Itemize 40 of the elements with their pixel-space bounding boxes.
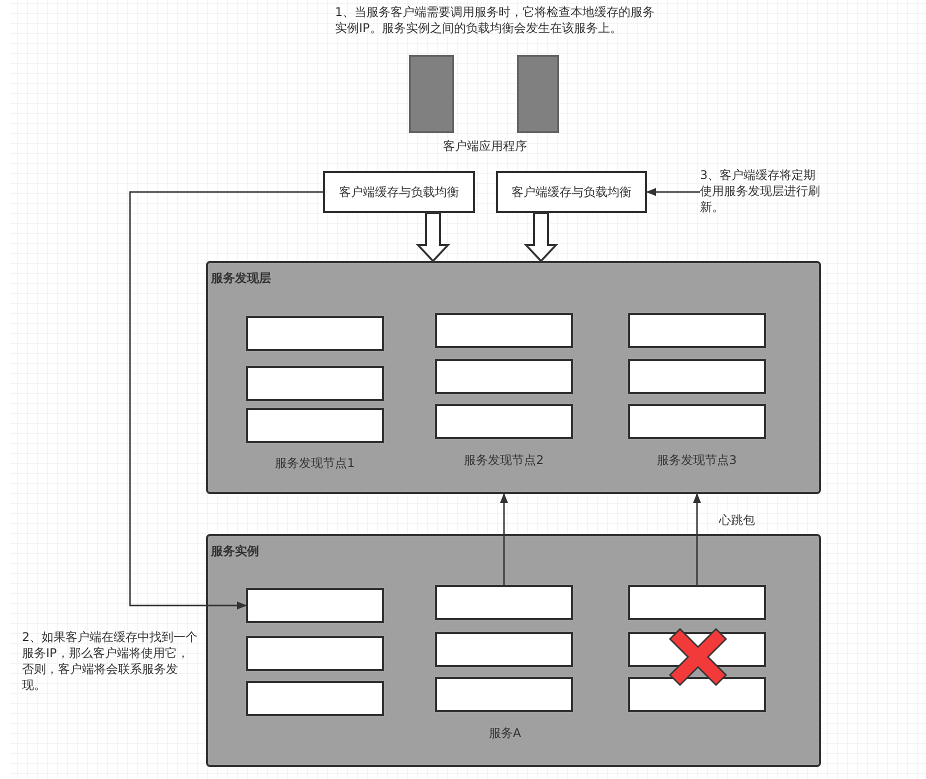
instance-box	[246, 316, 384, 351]
instance-box	[628, 359, 766, 394]
instance-box	[246, 636, 384, 671]
caption-text: 服务A	[488, 725, 522, 741]
instance-box	[435, 632, 573, 667]
arrow	[693, 493, 701, 585]
hollow-arrow	[416, 212, 450, 262]
application-block	[409, 55, 454, 133]
arrow	[646, 188, 700, 196]
instance-box	[435, 313, 573, 348]
cache-box: 客户端缓存与负载均衡	[496, 171, 647, 213]
instance-box	[435, 585, 573, 620]
application-block	[517, 55, 559, 133]
instance-box	[628, 585, 766, 620]
layer-panel	[206, 534, 821, 767]
edge-label: 心跳包	[718, 511, 756, 529]
instance-box	[628, 404, 766, 439]
instance-box	[435, 677, 573, 712]
instance-box	[435, 404, 573, 439]
layer-panel	[206, 261, 821, 494]
arrow	[129, 191, 323, 610]
instance-box	[628, 677, 766, 712]
cache-box: 客户端缓存与负载均衡	[323, 171, 475, 213]
instance-box	[246, 588, 384, 623]
instance-box	[246, 408, 384, 443]
instance-box	[246, 366, 384, 401]
note-text: 1、当服务客户端需要调用服务时，它将检查本地缓存的服务实例IP。服务实例之间的负载均衡会发生在该服务上。	[335, 4, 656, 36]
note-text: 3、客户端缓存将定期使用服务发现层进行刷新。	[700, 167, 824, 217]
column-caption: 服务发现节点1	[274, 455, 356, 471]
instance-box	[628, 313, 766, 348]
note-text: 2、如果客户端在缓存中找到一个服务IP，那么客户端将使用它，否则，客户端将会联系服务发现。	[22, 629, 199, 693]
hollow-arrow	[524, 212, 558, 262]
instance-box	[435, 359, 573, 394]
column-caption: 服务发现节点2	[463, 452, 545, 468]
panel-title: 服务发现层	[211, 270, 271, 287]
arrow	[500, 493, 508, 585]
panel-title: 服务实例	[211, 543, 259, 560]
caption-text: 客户端应用程序	[442, 138, 528, 154]
column-caption: 服务发现节点3	[656, 452, 738, 468]
instance-box	[246, 681, 384, 716]
